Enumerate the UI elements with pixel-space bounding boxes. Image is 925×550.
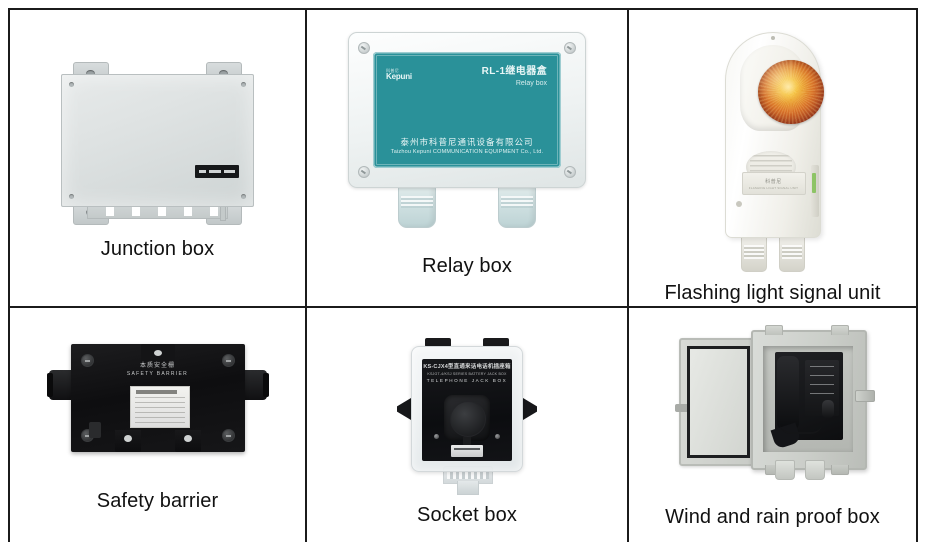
mounting-foot-icon	[114, 430, 141, 452]
knob-icon	[821, 400, 834, 418]
screw-icon	[358, 42, 370, 54]
lock-latch-icon	[854, 390, 875, 402]
socket-box-panel: KS-CJX4型直通来话电话机插座箱 KSJGT-4/KSJ SERIES BA…	[422, 359, 512, 461]
socket-dial-icon	[444, 395, 490, 447]
flashing-light-photo: 科普尼 FLASHING LIGHT SIGNAL UNIT	[629, 24, 916, 276]
marking-text-en: SAFETY BARRIER	[126, 371, 189, 377]
enclosure-case	[750, 325, 875, 480]
brand-text-en: Kepuni	[386, 72, 412, 82]
handset-icon	[776, 356, 799, 430]
cable-gland-icon	[804, 460, 825, 480]
screw-icon	[735, 201, 742, 207]
mounting-foot-icon	[174, 430, 201, 452]
ground-stud-icon	[88, 422, 101, 438]
caption-socket-box: Socket box	[417, 504, 517, 526]
telephone-unit	[774, 352, 843, 440]
product-cell-junction-box: Junction box	[10, 10, 307, 308]
junction-box-body	[61, 74, 254, 207]
caption-wind-and-rain-proof-box: Wind and rain proof box	[665, 506, 880, 528]
connector-strip-icon	[195, 165, 239, 178]
caption-flashing-light-signal-unit: Flashing light signal unit	[664, 282, 881, 304]
hinge-icon	[425, 338, 451, 347]
relay-box-model: RL-1继电器盒 Relay box	[482, 66, 547, 88]
enclosure-interior	[762, 346, 853, 452]
socket-box-photo: KS-CJX4型直通来话电话机插座箱 KSJGT-4/KSJ SERIES BA…	[307, 336, 627, 496]
marking-text-en: TELEPHONE JACK BOX	[426, 378, 508, 384]
brand-text-cn: 科普尼	[386, 68, 400, 73]
hinge-icon	[483, 338, 509, 347]
lamp-hood	[739, 45, 824, 131]
product-cell-wind-and-rain-proof-box: Wind and rain proof box	[629, 308, 916, 542]
socket-box-cover: KS-CJX4型直通来话电话机插座箱 KSJGT-4/KSJ SERIES BA…	[411, 346, 523, 472]
relay-box-company: 泰州市科普尼通讯设备有限公司 Taizhou Kepuni COMMUNICAT…	[373, 137, 561, 156]
screw-icon	[241, 82, 246, 87]
cable-gland-icon	[740, 234, 767, 272]
screw-icon	[434, 434, 439, 439]
safety-barrier-marking: 本质安全栅 SAFETY BARRIER	[71, 362, 245, 379]
cable-gland-icon	[774, 460, 795, 480]
relay-box-shell: 科普尼 Kepuni RL-1继电器盒 Relay box 泰州市科普尼通讯设备…	[348, 32, 586, 188]
mounting-ear-icon	[140, 344, 175, 362]
cable-gland-icon	[778, 234, 805, 272]
hinge-icon	[674, 404, 691, 412]
socket-nameplate	[451, 445, 483, 457]
cable-gland-icon	[498, 186, 536, 228]
junction-box-photo	[10, 62, 305, 227]
screw-icon	[221, 429, 235, 442]
model-text-cn: RL-1继电器盒	[481, 66, 547, 77]
screw-icon	[241, 194, 246, 199]
screw-icon	[495, 434, 500, 439]
product-cell-relay-box: 科普尼 Kepuni RL-1继电器盒 Relay box 泰州市科普尼通讯设备…	[307, 10, 629, 308]
spec-label	[129, 386, 190, 428]
caption-relay-box: Relay box	[422, 255, 512, 277]
company-text-cn: 泰州市科普尼通讯设备有限公司	[400, 137, 534, 148]
side-bracket	[810, 165, 819, 217]
mounting-ear-icon	[764, 325, 783, 335]
mounting-ear-icon	[830, 465, 849, 475]
relay-box-faceplate: 科普尼 Kepuni RL-1继电器盒 Relay box 泰州市科普尼通讯设备…	[373, 52, 561, 168]
screw-icon	[80, 354, 94, 367]
screw-icon	[69, 82, 74, 87]
screw-icon	[564, 42, 576, 54]
product-cell-socket-box: KS-CJX4型直通来话电话机插座箱 KSJGT-4/KSJ SERIES BA…	[307, 308, 629, 542]
screw-icon	[221, 354, 235, 367]
nameplate: 科普尼 FLASHING LIGHT SIGNAL UNIT	[741, 172, 806, 195]
socket-box-neck	[457, 481, 479, 495]
nameplate-line2: FLASHING LIGHT SIGNAL UNIT	[748, 185, 799, 190]
caption-safety-barrier: Safety barrier	[96, 490, 219, 512]
product-cell-flashing-light-signal-unit: 科普尼 FLASHING LIGHT SIGNAL UNIT Flashing …	[629, 10, 916, 308]
relay-box-brand: 科普尼 Kepuni	[386, 68, 412, 82]
mounting-ear-icon	[830, 325, 849, 335]
screw-icon	[69, 194, 74, 199]
marking-text-cn: 本质安全栅	[139, 363, 175, 369]
latch-icon	[397, 398, 411, 420]
enclosure-door	[674, 338, 757, 466]
marking-text-sub: KSJGT-4/KSJ SERIES BATTERY JACK BOX	[427, 371, 507, 376]
wind-rain-proof-box-photo	[629, 324, 916, 482]
latch-icon	[523, 398, 537, 420]
marking-text-cn: KS-CJX4型直通来话电话机插座箱	[423, 364, 511, 370]
cable-gland-icon	[398, 186, 436, 228]
product-gallery-table: Junction box 科普尼 Kepuni	[8, 8, 918, 542]
nameplate-line1: 科普尼	[765, 178, 782, 185]
screw-icon	[358, 166, 370, 178]
flashing-light-body: 科普尼 FLASHING LIGHT SIGNAL UNIT	[724, 32, 824, 238]
product-cell-safety-barrier: 本质安全栅 SAFETY BARRIER Safety barrier	[10, 308, 307, 542]
cable-icon	[778, 422, 823, 434]
screw-icon	[564, 166, 576, 178]
socket-box-marking: KS-CJX4型直通来话电话机插座箱 KSJGT-4/KSJ SERIES BA…	[422, 364, 512, 385]
safety-barrier-body: 本质安全栅 SAFETY BARRIER	[70, 344, 245, 452]
safety-barrier-photo: 本质安全栅 SAFETY BARRIER	[10, 330, 305, 470]
screw-icon	[770, 36, 775, 40]
relay-box-photo: 科普尼 Kepuni RL-1继电器盒 Relay box 泰州市科普尼通讯设备…	[307, 32, 627, 232]
company-text-en: Taizhou Kepuni COMMUNICATION EQUIPMENT C…	[390, 148, 544, 155]
warning-lamp-icon	[757, 60, 824, 124]
model-text-en: Relay box	[515, 79, 547, 87]
caption-junction-box: Junction box	[100, 238, 215, 260]
